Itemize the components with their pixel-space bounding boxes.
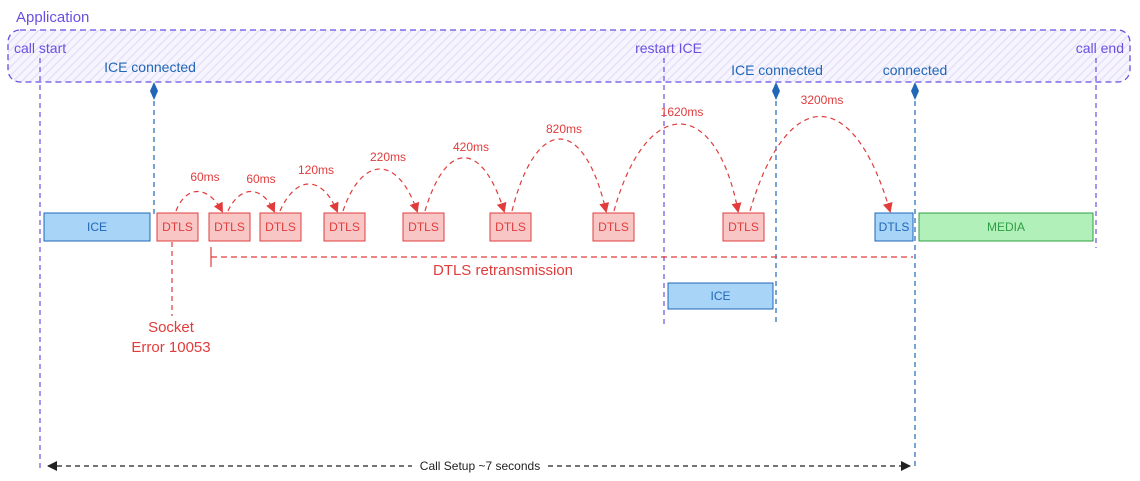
delay-label: 820ms (546, 122, 582, 136)
dtls-box (592, 212, 635, 242)
ice-box-2-label: ICE (710, 289, 730, 303)
retransmit-arc (511, 138, 610, 213)
dtls-box (259, 212, 302, 242)
delay-label: 60ms (190, 170, 219, 184)
dtls-box-label: DTLS (495, 220, 526, 234)
retransmit-arc (424, 157, 507, 213)
dtls-box (208, 212, 251, 242)
call-start-label: call start (14, 40, 66, 56)
dtls-box-label: DTLS (265, 220, 296, 234)
application-lane (7, 29, 1131, 83)
ice-connected-1-diamond (150, 82, 158, 100)
dtls-box-label: DTLS (214, 220, 245, 234)
delay-label: 220ms (370, 150, 406, 164)
retransmit-arc (175, 191, 223, 213)
ice-connected-2-label: ICE connected (731, 62, 823, 78)
delay-label: 3200ms (801, 93, 844, 107)
delay-label: 1620ms (661, 105, 704, 119)
call-end-label: call end (1076, 40, 1124, 56)
dtls-success-label: DTLS (879, 220, 910, 234)
media-box (918, 212, 1094, 242)
socket-error-label-line2: Error 10053 (131, 339, 210, 356)
ice-box-1-label: ICE (87, 220, 107, 234)
connected-diamond (911, 82, 919, 100)
retransmit-arc (227, 191, 276, 213)
application-label: Application (16, 9, 89, 26)
retransmission-label: DTLS retransmission (433, 262, 573, 279)
dtls-box-label: DTLS (408, 220, 439, 234)
restart-ice-label: restart ICE (635, 40, 702, 56)
dtls-box-label: DTLS (598, 220, 629, 234)
ice-box-2 (667, 282, 774, 310)
retransmit-arc (342, 168, 420, 213)
dtls-box-label: DTLS (329, 220, 360, 234)
delay-label: 120ms (298, 163, 334, 177)
dtls-box (156, 212, 199, 242)
socket-error-label-line1: Socket (148, 319, 195, 336)
dtls-box (489, 212, 532, 242)
duration-label: Call Setup ~7 seconds (420, 459, 540, 473)
ice-connected-1-label: ICE connected (104, 59, 196, 75)
delay-label: 420ms (453, 140, 489, 154)
dtls-box (323, 212, 366, 242)
media-box-label: MEDIA (987, 220, 1025, 234)
dtls-box (722, 212, 765, 242)
delay-label: 60ms (246, 172, 275, 186)
retransmit-arc (749, 115, 893, 213)
connected-label: connected (883, 62, 948, 78)
dtls-success-box (874, 212, 914, 242)
ice-box-1 (43, 212, 151, 242)
retransmit-arc (613, 123, 742, 213)
dtls-box (402, 212, 445, 242)
dtls-box-label: DTLS (162, 220, 193, 234)
retransmit-arc (279, 183, 339, 213)
dtls-box-label: DTLS (728, 220, 759, 234)
dtls-attempts: DTLS DTLS DTLS DTLS DTLS DTLS DTLS DTLS (156, 212, 765, 242)
ice-connected-2-diamond (772, 82, 780, 100)
